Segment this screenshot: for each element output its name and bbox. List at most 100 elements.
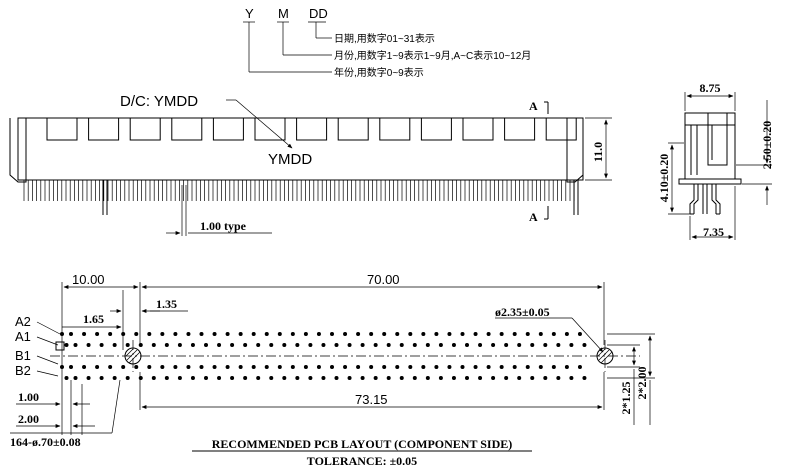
pin-pad bbox=[343, 365, 348, 369]
dim-10-00: 10.00 bbox=[72, 272, 105, 287]
pin-pad bbox=[512, 365, 517, 369]
pin-pad bbox=[73, 343, 78, 347]
pin-pad bbox=[308, 376, 313, 380]
pin-pad bbox=[82, 365, 87, 369]
pin-pad bbox=[243, 343, 248, 347]
pin-pad bbox=[438, 343, 443, 347]
pin-pad bbox=[112, 343, 117, 347]
pin-pad bbox=[204, 343, 208, 347]
pin-pad bbox=[173, 365, 178, 369]
pin-pad bbox=[451, 376, 456, 380]
pin-pad bbox=[412, 376, 417, 380]
pin-pad bbox=[517, 376, 522, 380]
pin-pad bbox=[465, 343, 469, 347]
pin-pad bbox=[582, 343, 587, 347]
pin-pad bbox=[69, 365, 73, 369]
pin-hole-note: 164-ø.70±0.08 bbox=[10, 435, 81, 449]
top-window bbox=[88, 117, 120, 141]
side-left-height-dimension: 4.10±0.20 bbox=[657, 154, 671, 203]
pin-pad bbox=[434, 332, 439, 336]
top-window bbox=[337, 117, 369, 141]
pin-pad bbox=[486, 365, 491, 369]
pcb-layout-title: RECOMMENDED PCB LAYOUT (COMPONENT SIDE) bbox=[212, 437, 512, 451]
mounting-hole-left bbox=[124, 347, 142, 365]
pin-pad bbox=[295, 376, 300, 380]
pin-pad bbox=[517, 343, 522, 347]
pin-pad bbox=[108, 365, 113, 369]
pin-pad bbox=[478, 376, 483, 380]
pin-pad bbox=[460, 365, 465, 369]
pin-pad bbox=[499, 365, 504, 369]
side-width-dimension: 8.75 bbox=[700, 81, 721, 95]
pin-pad bbox=[382, 332, 387, 336]
pin-pad bbox=[395, 332, 400, 336]
pin-pad bbox=[512, 332, 517, 336]
pin-pad bbox=[256, 376, 261, 380]
dim-2x2-00: 2*2.00 bbox=[635, 367, 649, 400]
pin-pad bbox=[530, 343, 535, 347]
pin-pad bbox=[134, 332, 139, 336]
pin-pad bbox=[212, 332, 217, 336]
pin-pad bbox=[308, 343, 313, 347]
top-window bbox=[46, 117, 78, 141]
pin-pad bbox=[164, 376, 169, 380]
pin-pad bbox=[577, 365, 582, 369]
pin-pad bbox=[277, 365, 282, 369]
pin-pad bbox=[399, 376, 404, 380]
pin-pad bbox=[347, 376, 352, 380]
pin-pad bbox=[412, 343, 417, 347]
pin-pad bbox=[99, 343, 104, 347]
connector-body bbox=[17, 117, 584, 181]
pin-pad bbox=[230, 376, 235, 380]
pin-pad bbox=[86, 376, 91, 380]
pin-pad bbox=[64, 343, 69, 347]
pin-pad bbox=[478, 343, 483, 347]
pin-pad bbox=[543, 376, 548, 380]
pin-pad bbox=[69, 332, 73, 336]
pin-pad bbox=[373, 343, 378, 347]
pin-pad bbox=[504, 343, 509, 347]
pin-pad bbox=[112, 376, 117, 380]
pin-pad bbox=[243, 376, 248, 380]
pin-pad bbox=[425, 376, 430, 380]
pin-pad bbox=[277, 332, 282, 336]
pin-pad bbox=[64, 376, 69, 380]
pin-pad bbox=[330, 332, 334, 336]
legend-day: 日期,用数字01~31表示 bbox=[334, 32, 435, 45]
pin-pad bbox=[373, 376, 378, 380]
pin-pad bbox=[251, 365, 256, 369]
pin-pad bbox=[330, 365, 334, 369]
pin-pad bbox=[499, 332, 504, 336]
dim-73-15: 73.15 bbox=[355, 392, 388, 407]
date-code-marking-label: D/C: YMDD bbox=[120, 93, 198, 110]
pitch-dimension: 1.00 type bbox=[200, 219, 247, 233]
dim-2x1-25: 2*1.25 bbox=[619, 382, 633, 415]
legend-year: 年份,用数字0~9表示 bbox=[334, 66, 424, 79]
pin-pad bbox=[186, 332, 191, 336]
pin-pad bbox=[160, 365, 165, 369]
pin-pad bbox=[95, 332, 100, 336]
pin-pad bbox=[177, 376, 182, 380]
pin-pad bbox=[212, 365, 217, 369]
pin-pad bbox=[369, 365, 374, 369]
pin-pad bbox=[451, 343, 456, 347]
pin-pad bbox=[486, 332, 491, 336]
side-view: 8.75 4.10±0.20 2.50±0.20 7.35 bbox=[657, 81, 774, 240]
pin-pad bbox=[303, 365, 308, 369]
top-window bbox=[420, 117, 452, 141]
pin-pad bbox=[217, 343, 222, 347]
dim-70-00: 70.00 bbox=[367, 272, 400, 287]
pin-pad bbox=[238, 365, 243, 369]
pin-pad bbox=[316, 365, 321, 369]
pin-pad bbox=[386, 343, 391, 347]
pin-pad bbox=[321, 376, 326, 380]
pin-pad bbox=[382, 365, 387, 369]
pin-pad bbox=[530, 376, 535, 380]
front-view: D/C: YMDD YMDD A A 11.0 1.00 type bbox=[9, 93, 612, 236]
pin-pad bbox=[538, 332, 543, 336]
mounting-hole-right bbox=[596, 347, 614, 365]
pin-pad bbox=[82, 332, 87, 336]
section-marker-top: A bbox=[529, 99, 538, 113]
pin-pad bbox=[186, 365, 191, 369]
pin-pad bbox=[190, 376, 195, 380]
